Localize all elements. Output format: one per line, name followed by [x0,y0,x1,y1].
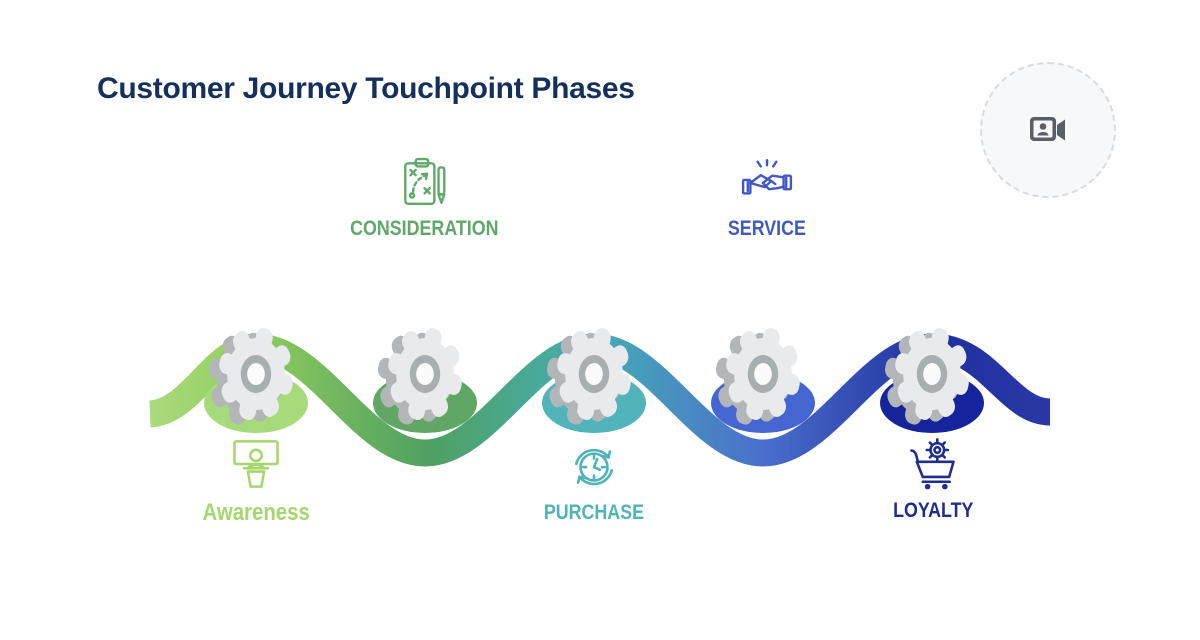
clock-cycle-icon [574,448,614,486]
page-title: Customer Journey Touchpoint Phases [97,72,635,105]
strategy-clipboard-icon [404,157,446,205]
gear-3d [706,315,810,437]
gear-3d [199,315,303,437]
phase-block-purchase: PURCHASE [509,438,679,525]
phase-label: LOYALTY [892,499,974,522]
gear-3d [368,315,472,437]
video-avatar-icon [1030,117,1065,141]
video-bubble-button[interactable] [980,62,1116,198]
phase-label: Awareness [202,499,310,526]
gear-3d [537,315,641,437]
phase-block-consideration: CONSIDERATION [339,156,509,241]
phase-label: CONSIDERATION [349,217,499,240]
phase-label: SERVICE [727,217,807,240]
phase-block-awareness: Awareness [171,436,341,527]
presenter-podium-icon [233,440,279,488]
phase-label: PURCHASE [543,501,645,524]
phase-block-loyalty: LOYALTY [848,436,1018,523]
cart-gear-icon [910,438,955,490]
gear-3d [875,315,979,437]
phase-block-service: SERVICE [682,156,852,241]
handshake-icon [741,158,793,195]
